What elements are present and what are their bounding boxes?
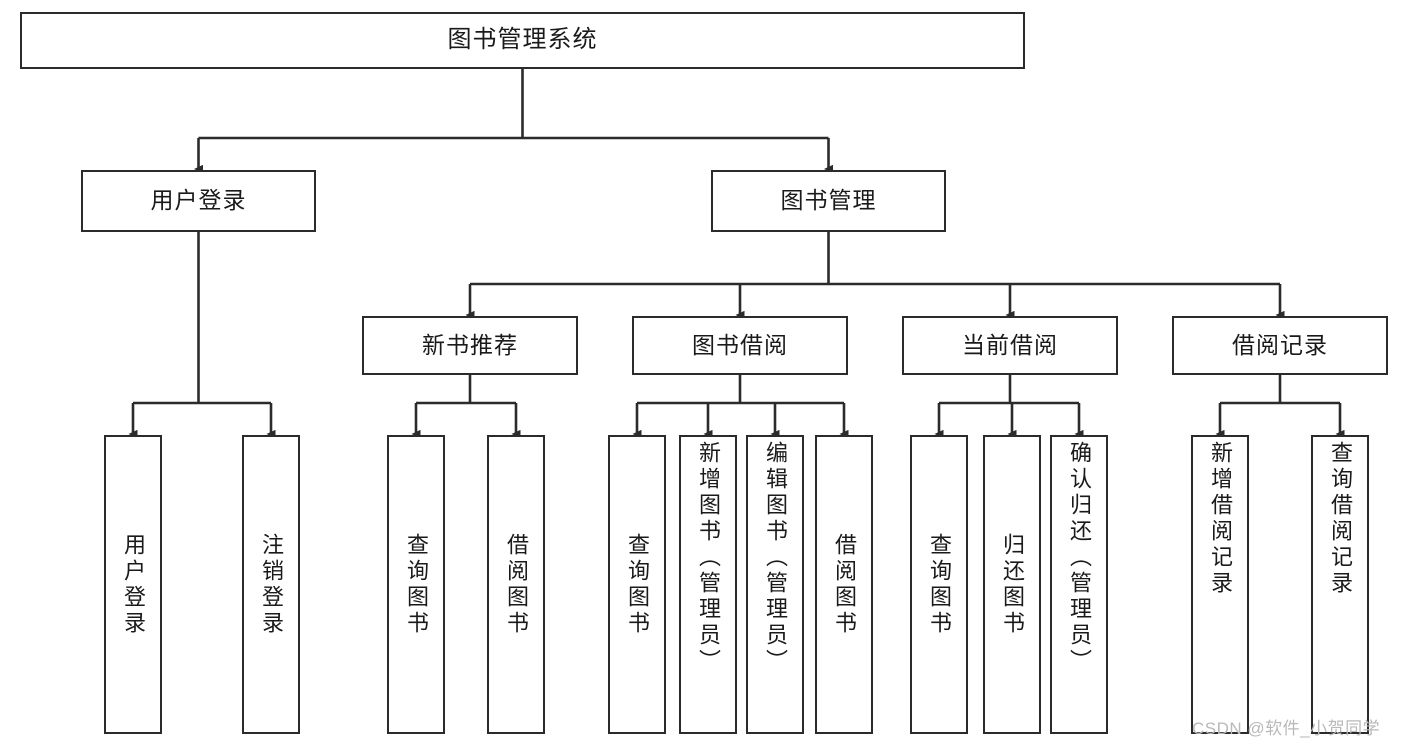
node-label-book-mgmt: 图书管理 [780, 187, 877, 214]
node-label-leaf-query-record: 查询借阅记录 [1328, 441, 1353, 597]
node-root[interactable]: 图书管理系统 [20, 12, 1025, 69]
node-label-user-login: 用户登录 [150, 187, 247, 214]
node-label-root: 图书管理系统 [447, 26, 598, 54]
node-label-new-book-rec: 新书推荐 [422, 331, 518, 358]
node-leaf-return-book[interactable]: 归还图书 [983, 435, 1041, 734]
node-label-current-borrow: 当前借阅 [962, 331, 1058, 358]
csdn-watermark: CSDN @软件_小贺同学 [1192, 719, 1381, 738]
node-leaf-borrow-book-1[interactable]: 借阅图书 [487, 435, 545, 734]
node-leaf-query-book-1[interactable]: 查询图书 [387, 435, 445, 734]
node-leaf-add-record[interactable]: 新增借阅记录 [1191, 435, 1249, 734]
node-leaf-query-record[interactable]: 查询借阅记录 [1311, 435, 1369, 734]
node-label-leaf-confirm-return: 确认归还（管理员） [1067, 441, 1092, 675]
node-label-leaf-borrow-book-2: 借阅图书 [832, 532, 857, 637]
node-label-leaf-return-book: 归还图书 [1000, 532, 1025, 637]
node-leaf-confirm-return[interactable]: 确认归还（管理员） [1050, 435, 1108, 734]
node-label-book-borrow: 图书借阅 [692, 331, 788, 358]
node-leaf-user-logout[interactable]: 注销登录 [242, 435, 300, 734]
node-user-login[interactable]: 用户登录 [81, 170, 316, 232]
node-leaf-query-book-2[interactable]: 查询图书 [608, 435, 666, 734]
node-label-leaf-edit-book: 编辑图书（管理员） [763, 441, 788, 675]
node-label-leaf-add-record: 新增借阅记录 [1208, 441, 1233, 597]
node-leaf-edit-book[interactable]: 编辑图书（管理员） [746, 435, 804, 734]
node-label-leaf-query-book-3: 查询图书 [927, 532, 952, 637]
node-leaf-query-book-3[interactable]: 查询图书 [910, 435, 968, 734]
node-label-leaf-add-book: 新增图书（管理员） [696, 441, 721, 675]
node-label-leaf-borrow-book-1: 借阅图书 [504, 532, 529, 637]
node-label-leaf-user-login: 用户登录 [121, 532, 146, 637]
node-label-leaf-query-book-1: 查询图书 [404, 532, 429, 637]
node-label-leaf-query-book-2: 查询图书 [625, 532, 650, 637]
node-label-leaf-user-logout: 注销登录 [259, 532, 284, 637]
node-book-mgmt[interactable]: 图书管理 [711, 170, 946, 232]
node-leaf-add-book[interactable]: 新增图书（管理员） [679, 435, 737, 734]
node-new-book-rec[interactable]: 新书推荐 [362, 316, 578, 375]
node-leaf-borrow-book-2[interactable]: 借阅图书 [815, 435, 873, 734]
node-current-borrow[interactable]: 当前借阅 [902, 316, 1118, 375]
node-book-borrow[interactable]: 图书借阅 [632, 316, 848, 375]
node-label-borrow-record: 借阅记录 [1232, 331, 1328, 358]
node-leaf-user-login[interactable]: 用户登录 [104, 435, 162, 734]
node-borrow-record[interactable]: 借阅记录 [1172, 316, 1388, 375]
